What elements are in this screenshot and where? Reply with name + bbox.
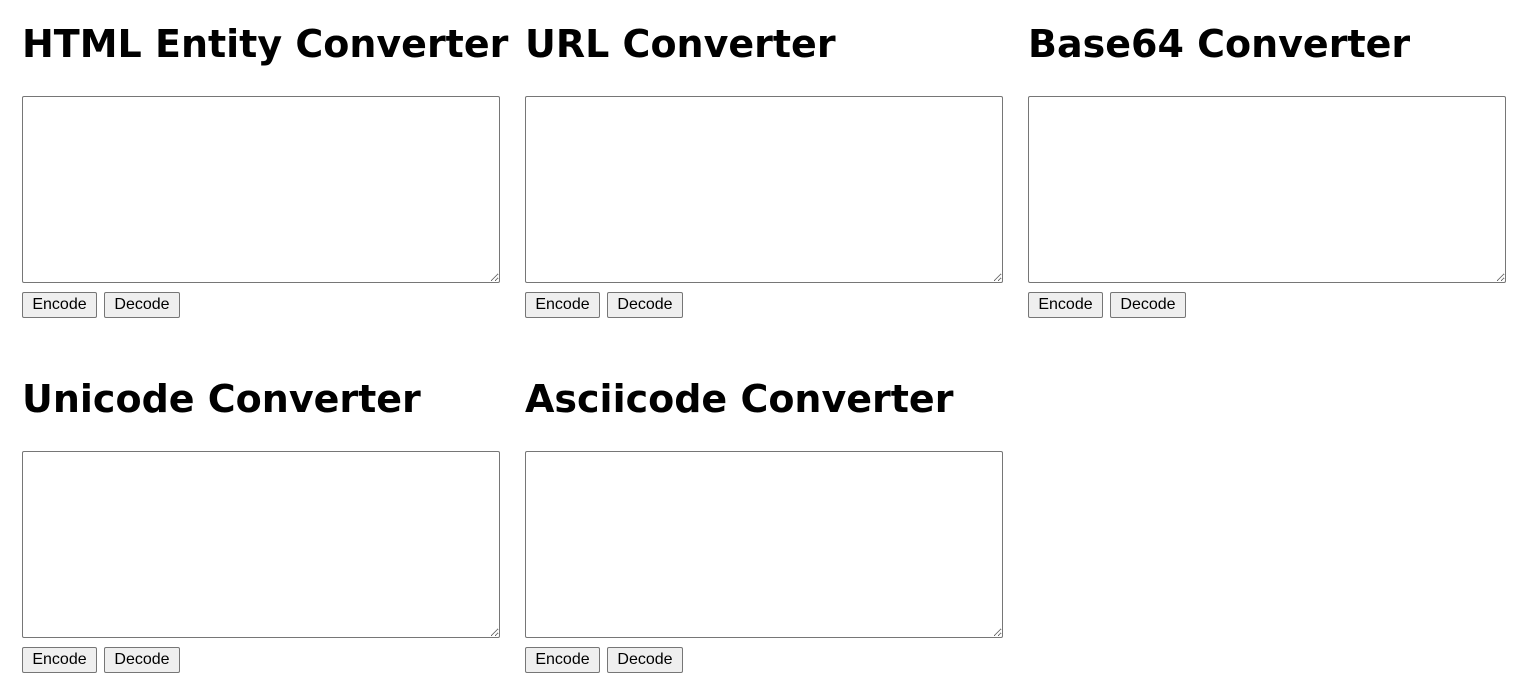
decode-button[interactable]: Decode — [104, 292, 180, 318]
encode-button[interactable]: Encode — [22, 292, 97, 318]
button-row: Encode Decode — [22, 647, 180, 673]
url-converter: URL Converter Encode Decode — [525, 22, 1003, 318]
encode-button[interactable]: Encode — [1028, 292, 1103, 318]
button-row: Encode Decode — [1028, 292, 1186, 318]
converter-title: HTML Entity Converter — [22, 22, 509, 66]
base64-textarea[interactable] — [1028, 96, 1506, 283]
url-textarea[interactable] — [525, 96, 1003, 283]
converter-title: Base64 Converter — [1028, 22, 1411, 66]
converter-title: URL Converter — [525, 22, 836, 66]
encode-button[interactable]: Encode — [525, 292, 600, 318]
button-row: Encode Decode — [22, 292, 180, 318]
decode-button[interactable]: Decode — [607, 292, 683, 318]
asciicode-textarea[interactable] — [525, 451, 1003, 638]
decode-button[interactable]: Decode — [1110, 292, 1186, 318]
html-entity-converter: HTML Entity Converter Encode Decode — [22, 22, 509, 318]
button-row: Encode Decode — [525, 292, 683, 318]
decode-button[interactable]: Decode — [607, 647, 683, 673]
decode-button[interactable]: Decode — [104, 647, 180, 673]
button-row: Encode Decode — [525, 647, 683, 673]
converter-title: Asciicode Converter — [525, 377, 954, 421]
html-entity-textarea[interactable] — [22, 96, 500, 283]
unicode-converter: Unicode Converter Encode Decode — [22, 377, 500, 673]
asciicode-converter: Asciicode Converter Encode Decode — [525, 377, 1003, 673]
unicode-textarea[interactable] — [22, 451, 500, 638]
base64-converter: Base64 Converter Encode Decode — [1028, 22, 1506, 318]
encode-button[interactable]: Encode — [22, 647, 97, 673]
converter-title: Unicode Converter — [22, 377, 421, 421]
encode-button[interactable]: Encode — [525, 647, 600, 673]
